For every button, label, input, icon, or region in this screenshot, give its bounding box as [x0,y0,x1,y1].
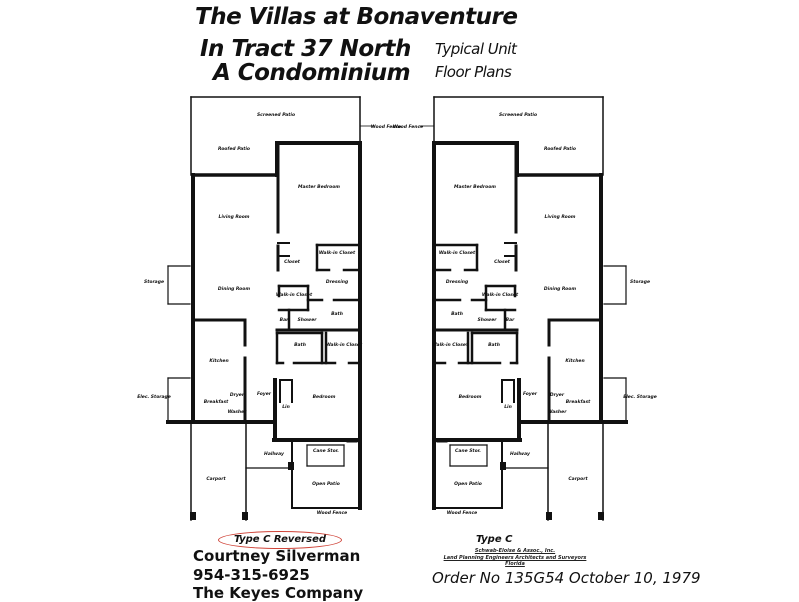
room-label-type-c: Living Room [545,214,576,220]
agent-phone: 954-315-6925 [193,566,310,584]
room-label-type-c-reversed: Dining Room [218,286,250,292]
room-label-type-c-reversed: Bar [280,317,289,323]
room-label-type-c-reversed: Carport [206,476,226,482]
room-label-type-c: Bath [451,311,463,317]
room-label-type-c-reversed: Lin [282,404,290,410]
room-label-type-c: Open Patio [454,481,482,487]
room-label-type-c: Dryer [550,392,565,398]
exterior-label-type-c-reversed: Elec. Storage [137,394,171,400]
room-label-type-c: Cane Stor. [455,448,481,454]
title-line-1: The Villas at Bonaventure [195,4,518,30]
room-label-type-c-reversed: Dryer [230,392,245,398]
column-post [288,462,294,470]
column-post [190,512,196,520]
room-label-type-c-reversed: Master Bedroom [298,184,340,190]
room-label-type-c-reversed: Walk-in Closet [319,250,356,256]
room-label-type-c: Dining Room [544,286,576,292]
room-label-type-c: Washer [548,409,568,415]
room-label-type-c-reversed: Living Room [219,214,250,220]
exterior-label-type-c-reversed: Wood Fence [317,510,347,516]
room-label-type-c: Roofed Patio [544,146,576,152]
agent-name: Courtney Silverman [193,547,361,565]
room-label-type-c: Dressing [446,279,469,285]
room-label-type-c-reversed: Foyer [257,391,272,397]
exterior-label-type-c: Wood Fence [393,124,423,130]
room-label-type-c-reversed: Hallway [264,451,285,457]
firm-description: Land Planning Engineers Architects and S… [443,555,587,561]
room-label-type-c-reversed: Breakfast [204,399,229,405]
exterior-label-type-c-reversed: Wood Fence [371,124,401,130]
room-label-type-c: Walk-in Closet [482,292,519,298]
room-label-type-c: Shower [478,317,498,323]
room-label-type-c: Walk-in Closet [432,342,469,348]
exterior-label-type-c-reversed: Storage [144,279,164,285]
exterior-label-type-c: Wood Fence [447,510,477,516]
room-label-type-c-reversed: Walk-in Closet [276,292,313,298]
room-label-type-c: Foyer [523,391,538,397]
exterior-label-type-c: Storage [630,279,650,285]
room-label-type-c: Closet [494,259,511,265]
title-line-3: A Condominium [213,60,411,86]
room-label-type-c-reversed: Bath [294,342,306,348]
room-label-type-c: Breakfast [566,399,591,405]
room-label-type-c-reversed: Shower [298,317,318,323]
room-label-type-c-reversed: Dressing [326,279,349,285]
room-label-type-c: Bath [488,342,500,348]
room-label-type-c-reversed: Cane Stor. [313,448,339,454]
room-label-type-c: Screened Patio [499,112,537,118]
subtitle-line-1: Typical Unit [435,40,517,58]
column-post [500,462,506,470]
room-label-type-c: Bar [506,317,515,323]
column-post [242,512,248,520]
room-label-type-c-reversed: Kitchen [209,358,228,364]
room-label-type-c: Hallway [510,451,531,457]
column-post [546,512,552,520]
room-label-type-c: Lin [504,404,512,410]
room-label-type-c-reversed: Bath [331,311,343,317]
firm-name: Schwab-Eloise & Assoc., Inc. [474,548,556,554]
room-label-type-c-reversed: Bedroom [313,394,336,400]
room-label-type-c: Master Bedroom [454,184,496,190]
room-label-type-c-reversed: Screened Patio [257,112,295,118]
column-post [598,512,604,520]
room-label-type-c-reversed: Roofed Patio [218,146,250,152]
room-label-type-c-reversed: Closet [284,259,301,265]
type-c-reversed-label: Type C Reversed [218,531,342,549]
room-label-type-c-reversed: Open Patio [312,481,340,487]
room-label-type-c: Kitchen [565,358,584,364]
title-line-2: In Tract 37 North [200,36,411,62]
room-label-type-c: Walk-in Closet [439,250,476,256]
room-label-type-c: Carport [568,476,588,482]
firm-location: Florida [505,561,525,567]
room-label-type-c-reversed: Walk-in Closet [326,342,363,348]
type-c-label: Type C [476,534,513,545]
agent-company: The Keyes Company [193,584,364,602]
order-number-date: Order No 135G54 October 10, 1979 [432,569,701,587]
subtitle-line-2: Floor Plans [435,63,512,81]
room-label-type-c: Bedroom [459,394,482,400]
exterior-label-type-c: Elec. Storage [623,394,657,400]
room-label-type-c-reversed: Washer [228,409,248,415]
